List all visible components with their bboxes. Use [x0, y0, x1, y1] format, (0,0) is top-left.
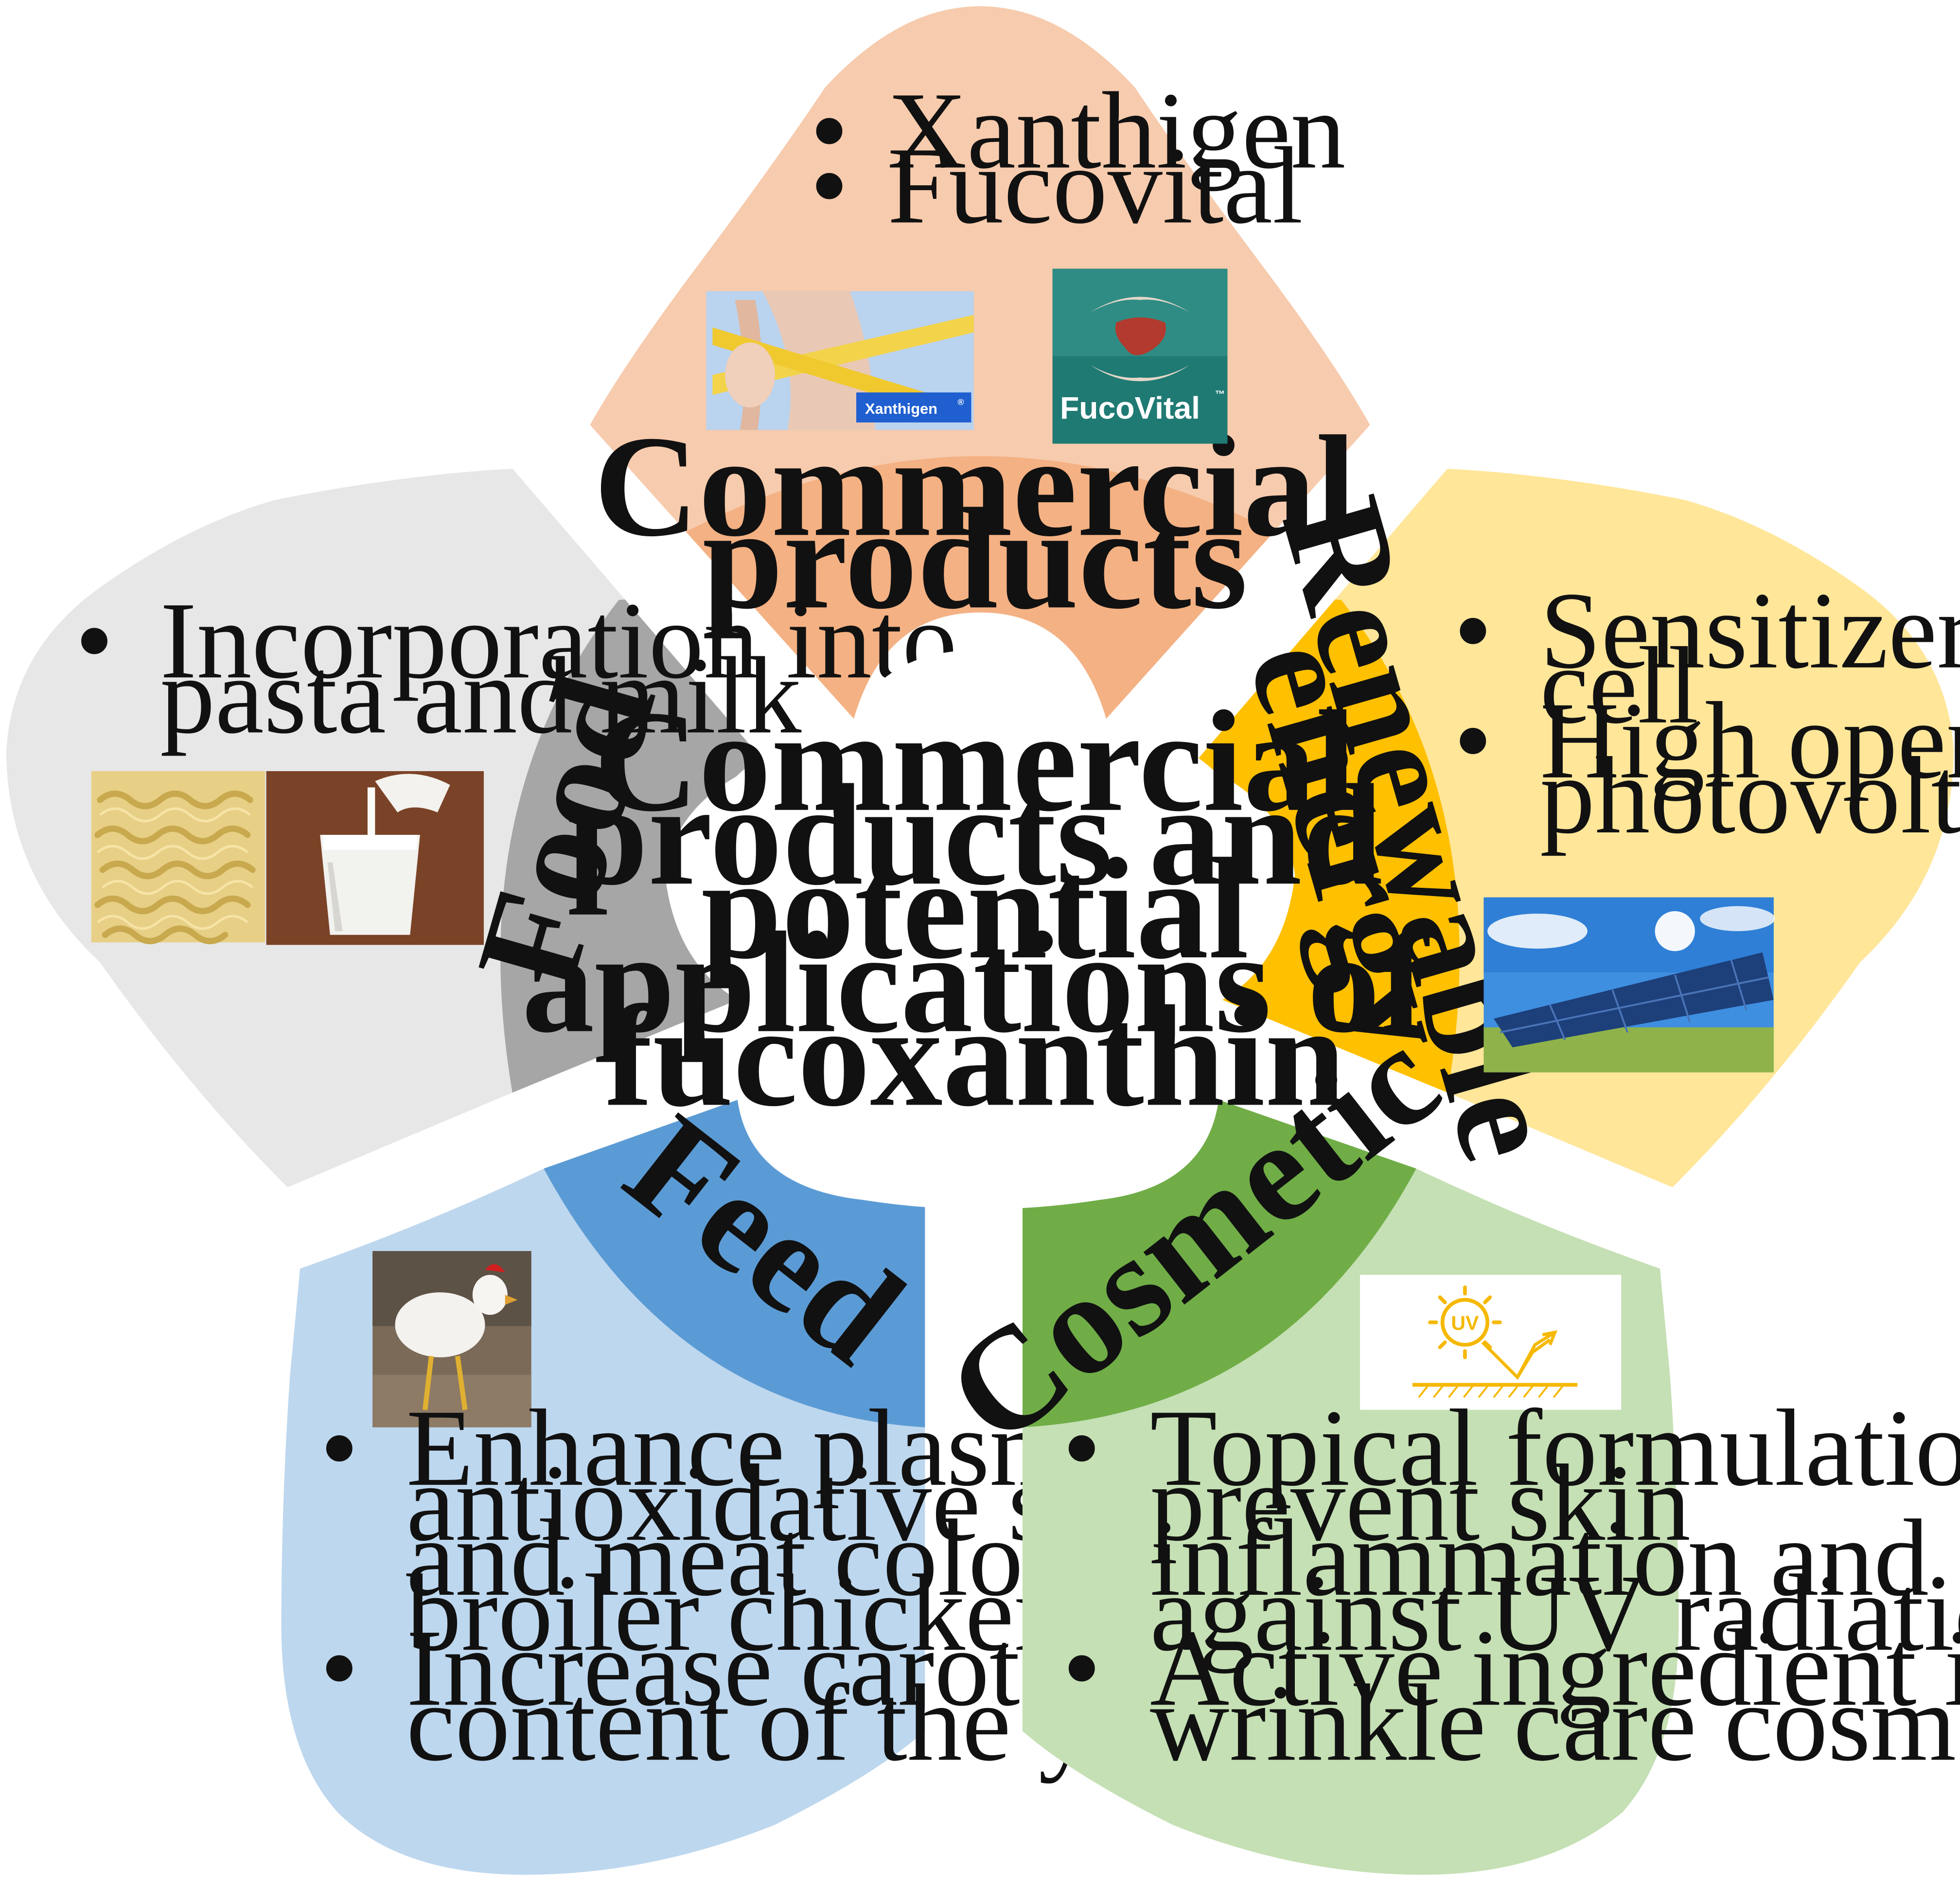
band-label-commercial-line1: Commercial	[594, 406, 1356, 566]
solar-panel-image	[1483, 897, 1775, 1073]
bullet-xanthigen: Xanthigen	[887, 69, 1345, 191]
petal-commercial-products: Commercial products • Xanthigen • Fucovi…	[590, 6, 1370, 719]
bullet-dot: •	[1062, 1606, 1101, 1728]
bullet-dot: •	[810, 69, 848, 191]
bullet-cosmetic-2-line2: wrinkle care cosmetic	[1150, 1661, 1960, 1783]
bullet-food-line1: Incorporation into	[160, 579, 957, 701]
center-title-line5: fucoxanthin	[604, 976, 1345, 1136]
center-title-line3: potential	[701, 828, 1249, 989]
fucovital-product-image: FucoVital ™	[1052, 268, 1228, 444]
bullet-cosmetic-1-line1: Topical formulation:	[1150, 1387, 1960, 1509]
bullet-dot: •	[810, 124, 848, 247]
bullet-dot: •	[320, 1387, 358, 1509]
fucovital-logo-text: FucoVital	[1060, 390, 1200, 425]
center-title-line4: applications of	[522, 902, 1430, 1063]
milk-image	[266, 771, 484, 945]
bullet-cosmetic-1-line3: inflammation and	[1150, 1497, 1929, 1619]
fucovital-trademark: ™	[1215, 388, 1225, 400]
bullet-cosmetic-1-line2: prevent skin	[1150, 1442, 1691, 1564]
sun-icon	[1655, 911, 1695, 952]
bullet-food-line2: pasta and milk	[160, 634, 802, 756]
bullet-dot: •	[320, 1606, 358, 1728]
bullet-dot: •	[1454, 679, 1492, 801]
bullet-dot: •	[1454, 569, 1492, 691]
center-hub: Commercial products and potential applic…	[522, 650, 1430, 1210]
bullet-renewable-2-line1: High open-circuit	[1540, 679, 1960, 801]
bullet-renewable-2-line2: photovoltage	[1540, 734, 1960, 856]
xanthigen-logo-text: Xanthigen	[865, 400, 937, 417]
bullet-dot: •	[1062, 1387, 1101, 1509]
bullet-cosmetic-2-line1: Active ingredient in	[1150, 1606, 1960, 1728]
uv-badge-text: UV	[1451, 1312, 1479, 1334]
center-title-line1: Commercial	[594, 681, 1356, 842]
center-shape	[690, 650, 1266, 1210]
uv-protection-image: UV	[1360, 1274, 1622, 1410]
center-title-line2: products and	[567, 755, 1383, 915]
petal-food: Food • Incorporation into pasta and milk	[6, 468, 957, 1188]
bullet-dot: •	[75, 579, 113, 701]
chicken-image	[372, 1251, 531, 1428]
bullet-fucovital: Fucovital	[887, 124, 1303, 247]
bullet-feed-1-line4: broiler chicken	[406, 1551, 1069, 1674]
bullet-feed-1-line1: Enhance plasma	[406, 1387, 1124, 1509]
pasta-image	[91, 771, 265, 944]
band-label-commercial-line2: products	[703, 478, 1248, 639]
uv-sun-icon	[1440, 1298, 1490, 1347]
petal-cosmetic: Cosmetic UV	[918, 997, 1960, 1875]
bullet-renewable-1-line1: Sensitizer in solar	[1540, 569, 1960, 691]
bullet-cosmetic-1-line4: against UV radiation	[1150, 1551, 1960, 1674]
liver-icon	[1115, 317, 1166, 355]
bullet-renewable-1-line2: cell	[1540, 624, 1698, 746]
xanthigen-product-image: Xanthigen ®	[706, 291, 974, 430]
xanthigen-registered-mark: ®	[957, 397, 964, 407]
